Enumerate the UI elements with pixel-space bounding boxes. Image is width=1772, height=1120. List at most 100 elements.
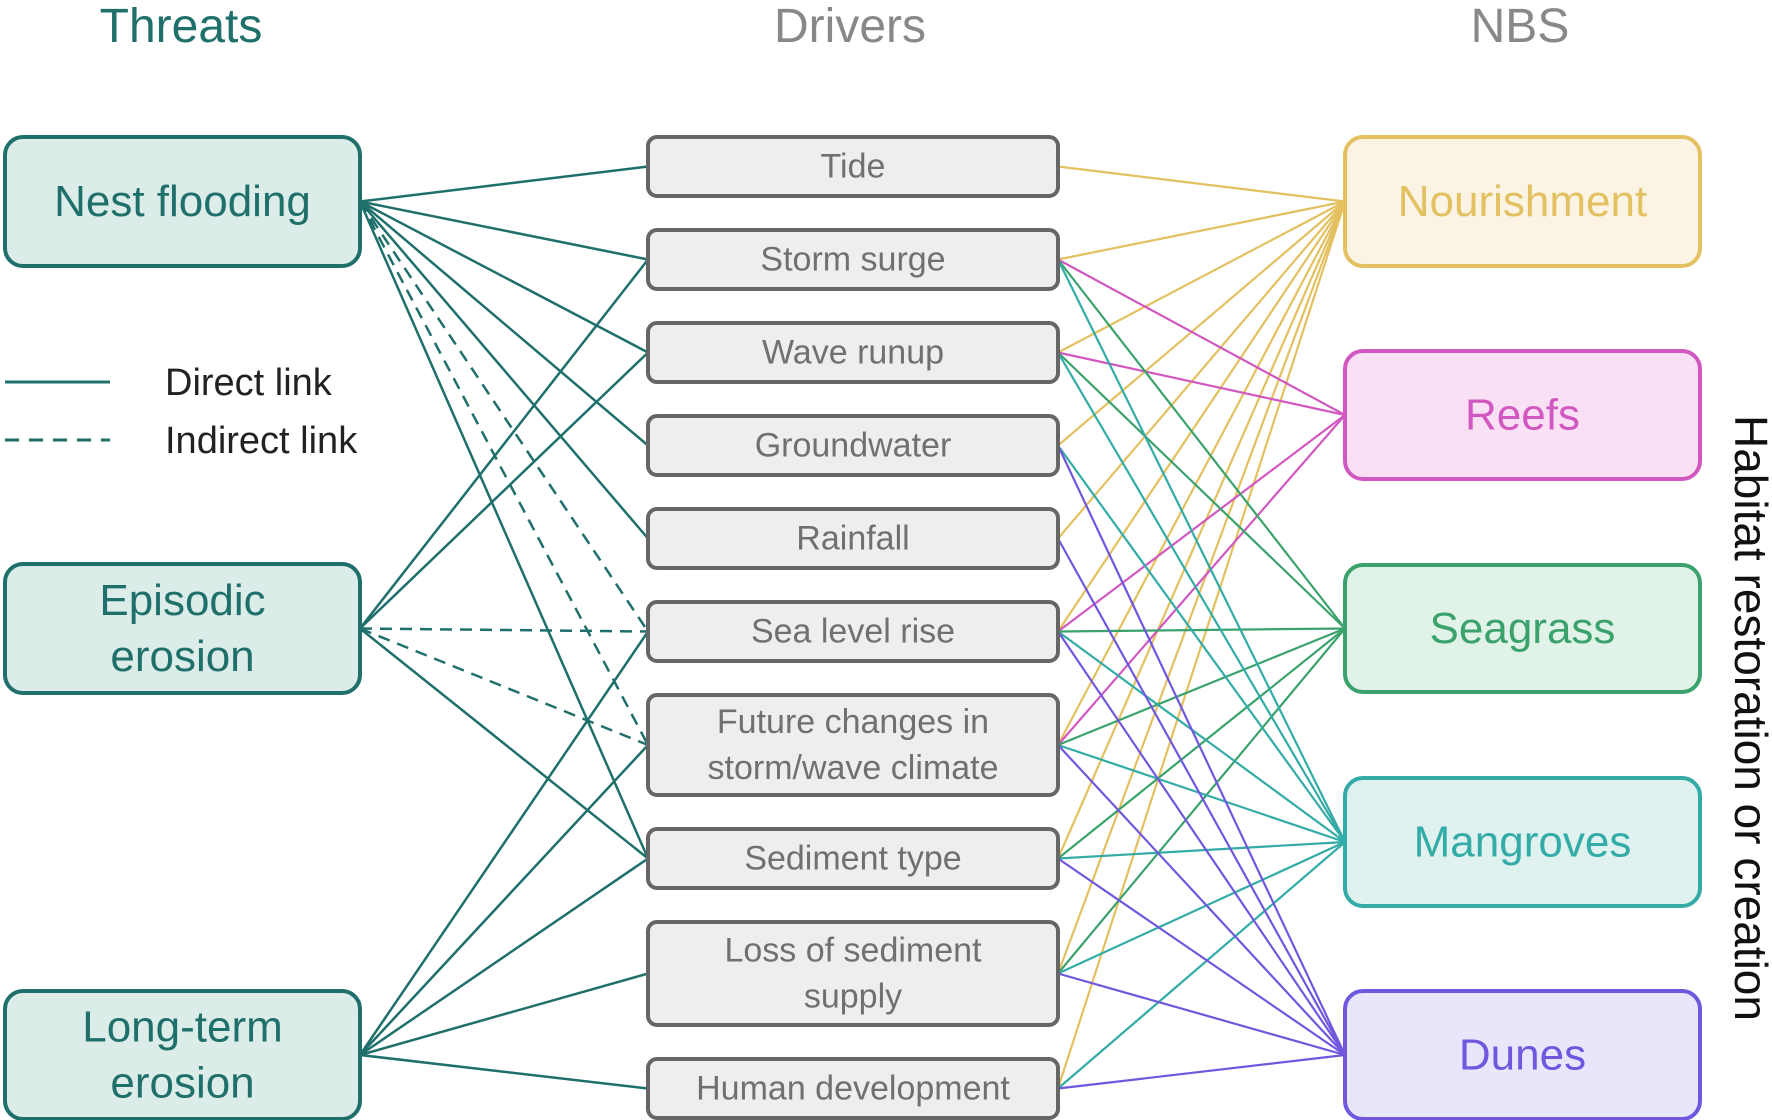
driver-sediment-label: Sediment type: [744, 840, 961, 878]
link-loss-nourishment: [1056, 201, 1347, 974]
driver-sediment: Sediment type: [646, 827, 1060, 890]
threat-nest: Nest flooding: [3, 135, 362, 268]
threat-nest-label: Nest flooding: [54, 177, 311, 226]
driver-future: Future changes in storm/wave climate: [646, 693, 1060, 797]
threat-episodic-label-2: erosion: [110, 632, 254, 681]
driver-loss-label-2: supply: [804, 978, 902, 1016]
link-longterm-slr: [358, 630, 650, 1056]
driver-future-label-1: Future changes in: [717, 703, 989, 741]
link-loss-seagrass: [1057, 627, 1346, 975]
driver-runup-label: Wave runup: [762, 334, 944, 372]
link-slr-dunes: [1057, 630, 1346, 1056]
link-nest-sediment: [358, 200, 650, 860]
nbs-header: NBS: [1471, 0, 1570, 53]
driver-box: [646, 600, 1060, 663]
link-episodic-slr: [359, 627, 649, 633]
nbs-box: [1343, 349, 1702, 481]
link-episodic-sediment: [359, 627, 649, 860]
link-slr-nourishment: [1057, 200, 1346, 633]
link-tide-nourishment: [1057, 165, 1346, 203]
link-ground-mangroves: [1057, 444, 1346, 843]
link-runup-reefs: [1057, 351, 1346, 417]
link-future-mangroves: [1057, 743, 1346, 844]
driver-human: Human development: [646, 1057, 1060, 1120]
driver-human-label: Human development: [696, 1070, 1010, 1108]
driver-future-label-2: storm/wave climate: [708, 749, 999, 787]
nbs-reefs: Reefs: [1343, 349, 1702, 481]
driver-box: [646, 920, 1060, 1027]
link-runup-mangroves: [1057, 351, 1346, 843]
link-longterm-sediment: [359, 857, 649, 1057]
link-nest-tide: [359, 165, 649, 203]
link-surge-seagrass: [1057, 258, 1346, 630]
link-future-nourishment: [1057, 200, 1346, 746]
link-slr-seagrass: [1057, 627, 1346, 633]
driver-box: [646, 1057, 1060, 1120]
driver-box: [646, 827, 1060, 890]
drivers-header: Drivers: [774, 0, 926, 53]
link-slr-mangroves: [1057, 630, 1346, 843]
driver-rain-label: Rainfall: [796, 520, 909, 558]
nbs-box: [1343, 989, 1702, 1120]
link-slr-reefs: [1057, 414, 1346, 633]
driver-ground: Groundwater: [646, 414, 1060, 477]
link-sediment-nourishment: [1056, 201, 1347, 859]
driver-box: [646, 135, 1060, 198]
threat-box: [3, 135, 362, 268]
link-surge-nourishment: [1057, 200, 1346, 261]
driver-tide: Tide: [646, 135, 1060, 198]
link-rain-nourishment: [1057, 200, 1346, 540]
legend-direct-label: Direct link: [165, 362, 333, 404]
link-nest-surge: [359, 200, 649, 261]
threats-header: Threats: [100, 0, 263, 53]
threat-longterm-label-2: erosion: [110, 1059, 254, 1108]
threat-longterm: Long-term erosion: [3, 989, 362, 1120]
driver-slr: Sea level rise: [646, 600, 1060, 663]
nbs-seagrass: Seagrass: [1343, 563, 1702, 694]
driver-box: [646, 507, 1060, 570]
link-sediment-mangroves: [1057, 840, 1346, 860]
driver-tide-label: Tide: [821, 148, 886, 186]
link-nest-slr: [358, 200, 650, 633]
nbs-dunes: Dunes: [1343, 989, 1702, 1120]
nbs-reefs-label: Reefs: [1465, 391, 1580, 440]
threat-box: [3, 989, 362, 1120]
link-future-dunes: [1057, 744, 1346, 1056]
threat-longterm-label-1: Long-term: [82, 1003, 283, 1052]
link-nest-future: [358, 200, 650, 746]
link-ground-nourishment: [1057, 200, 1346, 447]
link-human-dunes: [1057, 1053, 1346, 1090]
link-sediment-seagrass: [1057, 627, 1346, 860]
driver-box: [646, 228, 1060, 291]
side-label: Habitat restoration or creation: [1725, 415, 1772, 1021]
link-loss-mangroves: [1057, 840, 1346, 975]
link-surge-mangroves: [1057, 259, 1346, 843]
link-longterm-loss: [359, 972, 649, 1057]
link-nest-runup: [359, 200, 649, 354]
nbs-nourishment-label: Nourishment: [1398, 177, 1647, 226]
link-episodic-surge: [359, 258, 649, 630]
link-surge-reefs: [1057, 258, 1346, 416]
nbs-seagrass-label: Seagrass: [1430, 604, 1616, 653]
link-future-seagrass: [1057, 627, 1346, 747]
nbs-mangroves-label: Mangroves: [1414, 818, 1632, 867]
nbs-nourishment: Nourishment: [1343, 135, 1702, 268]
link-loss-dunes: [1057, 972, 1346, 1057]
driver-surge: Storm surge: [646, 228, 1060, 291]
link-longterm-future: [359, 744, 649, 1056]
driver-slr-label: Sea level rise: [751, 613, 955, 651]
link-longterm-human: [359, 1053, 649, 1090]
driver-ground-label: Groundwater: [755, 427, 952, 465]
threat-episodic-label-1: Episodic: [99, 576, 265, 625]
link-nest-ground: [359, 200, 649, 447]
link-episodic-runup: [359, 351, 649, 630]
driver-nbs-links: [1056, 165, 1347, 1090]
threat-box: [3, 562, 362, 695]
link-runup-nourishment: [1057, 200, 1346, 354]
legend-indirect-label: Indirect link: [165, 420, 358, 462]
link-nest-rain: [359, 200, 649, 540]
